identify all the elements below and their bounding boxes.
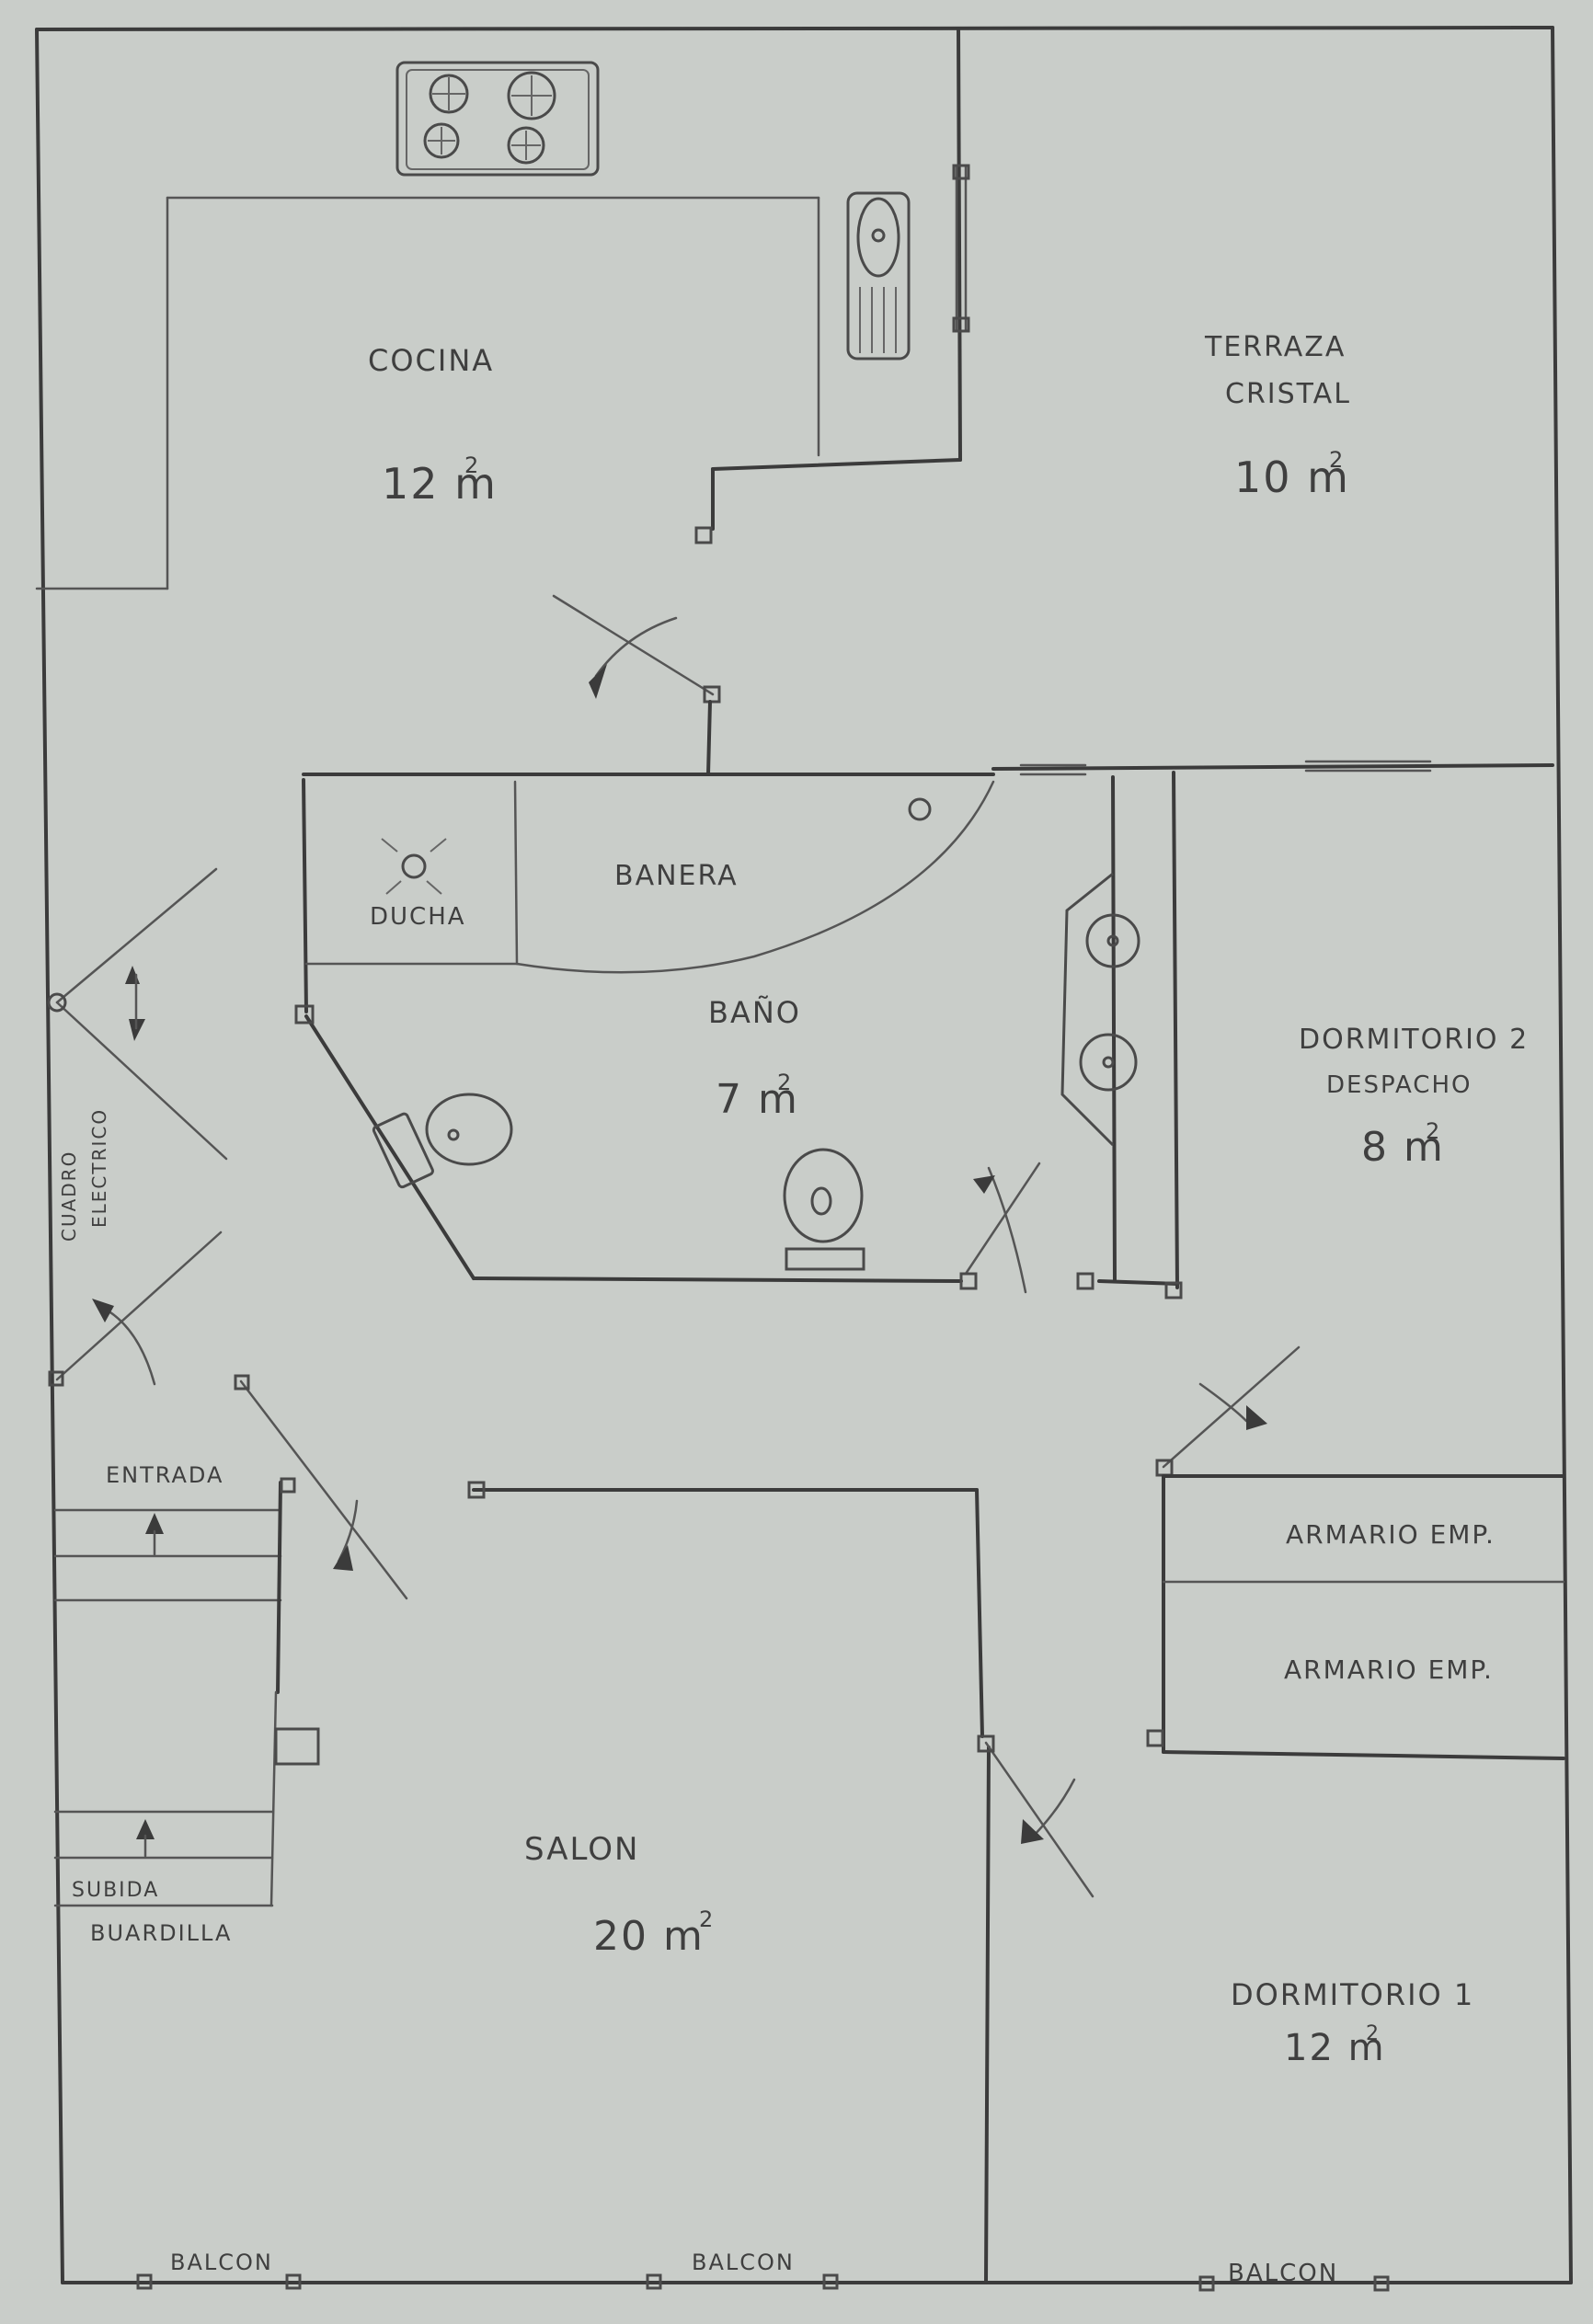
attic-stairs bbox=[53, 1810, 274, 1907]
bidet-icon bbox=[783, 1148, 865, 1271]
entrance-door-swing bbox=[48, 1231, 223, 1387]
balcony-markers bbox=[136, 2273, 1390, 2292]
bathroom-door-swing bbox=[959, 1162, 1183, 1299]
bathroom-area: 7 m bbox=[716, 1076, 799, 1123]
wardrobe-block bbox=[1146, 1474, 1565, 1760]
attic-stairs-label-line2: BUARDILLA bbox=[90, 1920, 232, 1946]
wall-post-marker bbox=[694, 526, 713, 544]
newel-post-icon bbox=[274, 1727, 320, 1766]
bedroom1-area-exponent: 2 bbox=[1366, 2022, 1381, 2045]
bedroom2-label-line2: DESPACHO bbox=[1326, 1071, 1472, 1099]
entrance-stairs bbox=[53, 1481, 282, 1907]
kitchen-sink-icon bbox=[846, 191, 911, 361]
living-room-door-swing bbox=[234, 1374, 408, 1600]
electrical-panel-label-line2: ELECTRICO bbox=[88, 1108, 110, 1228]
outer-walls bbox=[35, 26, 1573, 2284]
bathtub-label: BANERA bbox=[614, 860, 739, 892]
bedroom2-area: 8 m bbox=[1361, 1124, 1445, 1171]
shower-icon bbox=[381, 838, 447, 895]
balcony-right-label: BALCON bbox=[1228, 2260, 1338, 2287]
wall-post-marker bbox=[294, 1004, 315, 1025]
bedroom1-label: DORMITORIO 1 bbox=[1231, 1977, 1474, 2012]
bedroom1-door-swing bbox=[1155, 1345, 1301, 1477]
bedroom2-area-exponent: 2 bbox=[1426, 1118, 1441, 1144]
kitchen-door-swing bbox=[552, 594, 721, 776]
terrace-area-exponent: 2 bbox=[1329, 447, 1345, 473]
attic-stairs-label-line1: SUBIDA bbox=[72, 1879, 159, 1902]
living-room-area: 20 m bbox=[593, 1913, 705, 1960]
balcony-left-label: BALCON bbox=[170, 2250, 273, 2275]
bathroom-label: BAÑO bbox=[708, 995, 801, 1030]
middle-wall-terrace bbox=[302, 760, 1554, 776]
wardrobe-top-label: ARMARIO EMP. bbox=[1286, 1519, 1496, 1550]
kitchen-area-exponent: 2 bbox=[464, 452, 480, 478]
stove-icon bbox=[395, 61, 600, 177]
bathroom-area-exponent: 2 bbox=[777, 1070, 793, 1095]
toilet-icon bbox=[372, 1093, 513, 1189]
bedroom2-label-line1: DORMITORIO 2 bbox=[1299, 1024, 1529, 1056]
shower-label: DUCHA bbox=[370, 903, 466, 931]
living-room-walls bbox=[467, 1481, 991, 2284]
kitchen-label: COCINA bbox=[368, 343, 494, 378]
terrace-area: 10 m bbox=[1234, 452, 1350, 502]
living-room-area-exponent: 2 bbox=[699, 1906, 715, 1932]
left-hall-door-swing bbox=[47, 867, 228, 1161]
entrance-label: ENTRADA bbox=[106, 1462, 223, 1488]
terrace-label-line1: TERRAZA bbox=[1204, 331, 1346, 363]
bedroom1-living-door-swing bbox=[977, 1734, 1094, 1898]
kitchen-area: 12 m bbox=[382, 459, 498, 509]
kitchen-walls bbox=[35, 28, 962, 590]
living-room-label: SALON bbox=[524, 1831, 639, 1868]
balcony-center-label: BALCON bbox=[692, 2250, 795, 2275]
bathroom-walls bbox=[302, 771, 1179, 1289]
terrace-window bbox=[952, 164, 970, 333]
terrace-label-line2: CRISTAL bbox=[1225, 378, 1351, 410]
bedroom1-area: 12 m bbox=[1284, 2027, 1386, 2069]
double-sink-icon bbox=[1060, 872, 1140, 1147]
electrical-panel-label-line1: CUADRO bbox=[58, 1151, 80, 1242]
wardrobe-bottom-label: ARMARIO EMP. bbox=[1284, 1654, 1494, 1685]
